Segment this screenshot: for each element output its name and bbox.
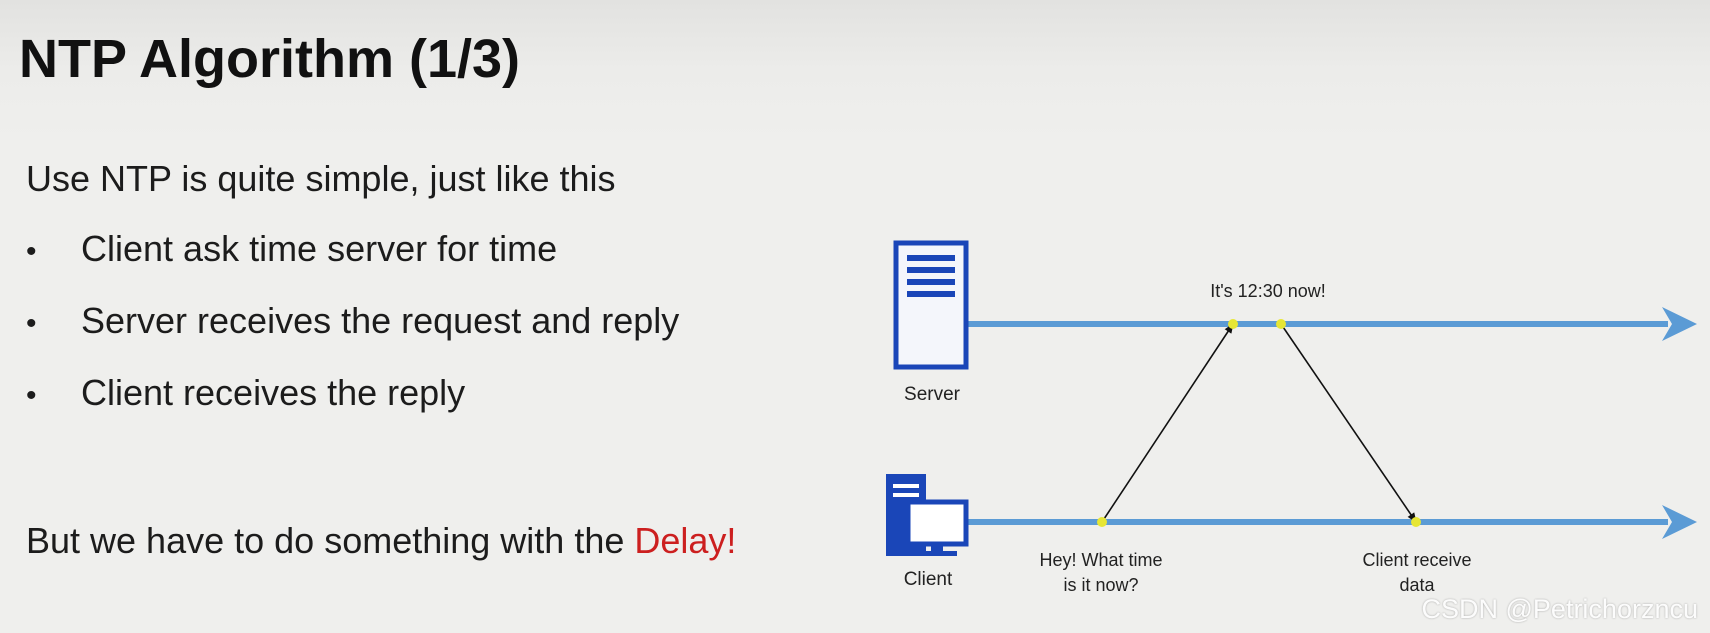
bullet-item: • Client receives the reply — [26, 372, 679, 444]
bullet-dot: • — [26, 379, 37, 412]
bullet-item: • Client ask time server for time — [26, 228, 679, 300]
bullet-text: Client ask time server for time — [81, 228, 558, 269]
client-timeline-arrowhead — [1662, 505, 1697, 539]
conclusion-prefix: But we have to do something with the — [26, 520, 635, 561]
server-label: Server — [904, 384, 961, 405]
bullet-list: • Client ask time server for time • Server… — [26, 228, 679, 444]
reply-message-arrow — [1280, 323, 1417, 523]
bullet-dot: • — [26, 235, 37, 268]
conclusion-suffix: ! — [726, 520, 737, 561]
request-label-line2: is it now? — [1063, 575, 1138, 595]
server-timeline — [966, 307, 1697, 341]
request-label-line1: Hey! What time — [1039, 550, 1162, 570]
reply-send-dot — [1276, 319, 1286, 329]
conclusion-text: But we have to do something with the Del… — [26, 520, 736, 562]
client-label: Client — [904, 569, 953, 590]
bullet-text: Server receives the request and reply — [81, 300, 680, 341]
receive-label-line1: Client receive — [1362, 550, 1471, 570]
request-message-arrow — [1101, 323, 1234, 523]
receive-label-line2: data — [1399, 575, 1435, 595]
reply-label: It's 12:30 now! — [1210, 281, 1326, 301]
server-timeline-arrowhead — [1662, 307, 1697, 341]
watermark: CSDN @Petrichorzncu — [1421, 594, 1699, 624]
slide-title: NTP Algorithm (1/3) — [19, 29, 521, 89]
reply-receive-dot — [1411, 517, 1421, 527]
intro-text: Use NTP is quite simple, just like this — [26, 158, 616, 199]
server-icon — [893, 240, 969, 370]
client-timeline — [966, 505, 1697, 539]
bullet-item: • Server receives the request and reply — [26, 300, 679, 372]
request-send-dot — [1097, 517, 1107, 527]
bullet-dot: • — [26, 307, 37, 340]
request-receive-dot — [1228, 319, 1238, 329]
bullet-text: Client receives the reply — [81, 372, 466, 413]
desktop-computer-icon — [886, 474, 969, 556]
delay-highlight: Delay — [634, 520, 727, 561]
